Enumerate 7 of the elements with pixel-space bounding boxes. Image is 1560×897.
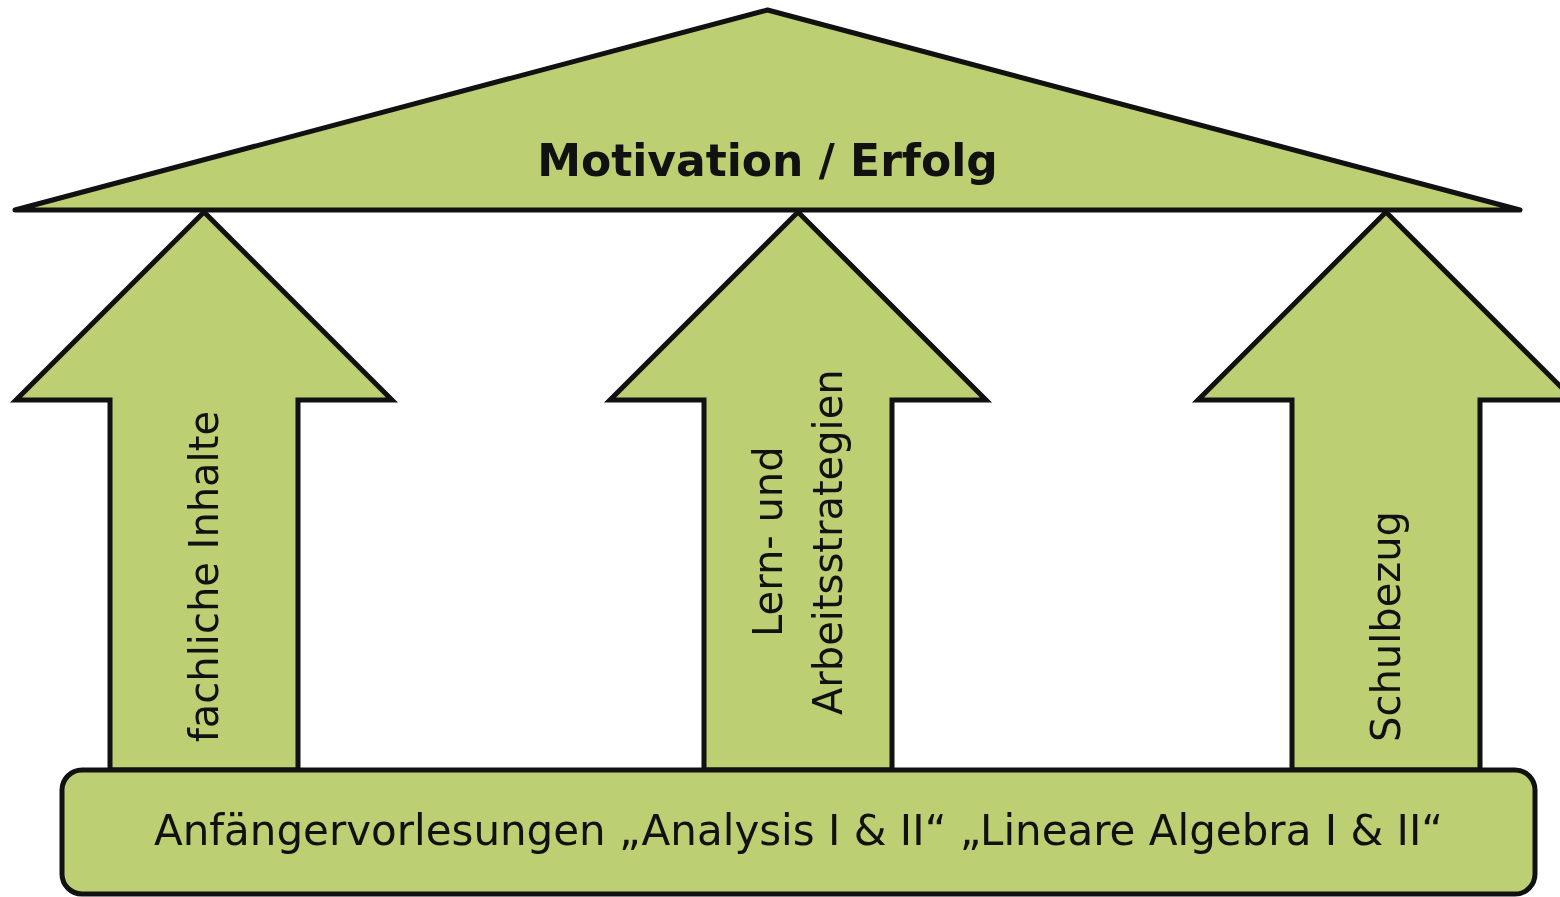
edge-label: Schulbezug — [1362, 511, 1410, 742]
base-label: Anfängervorlesungen „Analysis I & II“ „Lineare Algebra I & II“ — [152, 806, 1445, 855]
edge-label: Lern- und Arbeitsstrategien — [744, 368, 852, 717]
roof-triangle — [15, 10, 1520, 210]
roof-label: Motivation / Erfolg — [536, 135, 999, 186]
edge-label: fachliche Inhalte — [180, 410, 228, 742]
base-bar — [62, 770, 1535, 894]
